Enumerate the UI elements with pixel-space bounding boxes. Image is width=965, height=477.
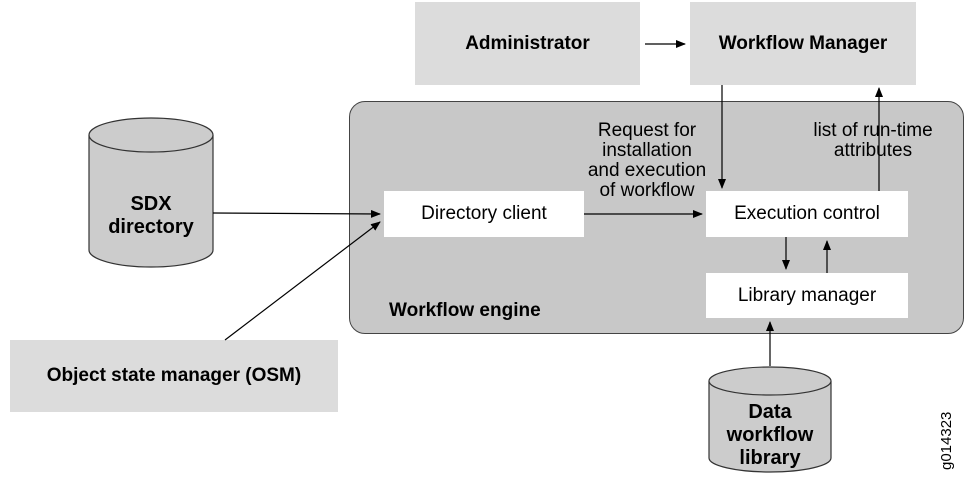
arrow-sdx-to-directory-client [212, 209, 381, 218]
directory-client-box: Directory client [384, 191, 584, 237]
request-annotation: Request for installation and execution o… [587, 120, 707, 201]
data-workflow-library-cylinder [708, 366, 832, 473]
sdx-directory-label: SDX directory [108, 193, 194, 238]
execution-control-box: Execution control [706, 191, 908, 237]
runtime-attributes-annotation: list of run-time attributes [813, 120, 933, 161]
data-workflow-library-label: Data workflow library [726, 400, 814, 469]
figure-id: g014323 [938, 411, 955, 470]
object-state-manager-box: Object state manager (OSM) [10, 340, 338, 412]
workflow-engine-label: Workflow engine [389, 300, 541, 321]
library-manager-box: Library manager [706, 273, 908, 318]
sdx-directory-cylinder [88, 117, 214, 268]
workflow-manager-box: Workflow Manager [690, 2, 916, 85]
administrator-box: Administrator [415, 2, 640, 85]
arrow-osm-to-directory-client [224, 221, 381, 341]
